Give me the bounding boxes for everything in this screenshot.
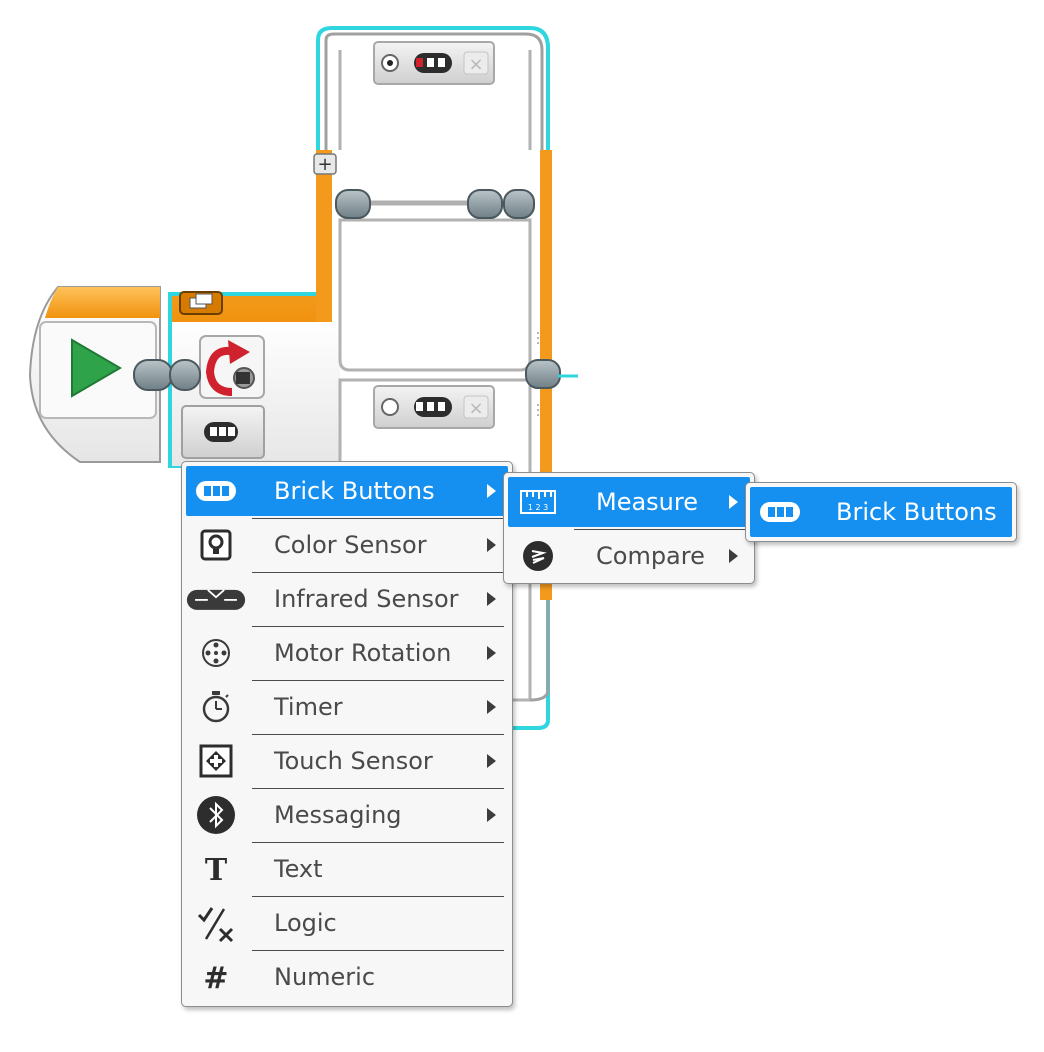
motor-rotation-icon — [186, 628, 246, 678]
sequence-plug-right[interactable] — [467, 189, 535, 219]
sequence-plug-left[interactable] — [335, 189, 371, 219]
brick-button-icon — [750, 487, 810, 537]
text-icon: T — [186, 844, 246, 894]
menu-item-brick-buttons[interactable]: Brick Buttons — [186, 466, 508, 516]
logic-icon — [186, 898, 246, 948]
color-sensor-icon — [186, 520, 246, 570]
switch-input-plug[interactable] — [169, 359, 201, 391]
menu-item-numeric[interactable]: # Numeric — [186, 952, 508, 1002]
submenu-arrow-icon — [729, 549, 738, 563]
sensor-menu: Brick Buttons Color Sensor Infrared Sens… — [181, 461, 513, 1007]
menu-item-label: Text — [274, 855, 323, 883]
menu-item-label: Logic — [274, 909, 337, 937]
menu-item-touch-sensor[interactable]: Touch Sensor — [186, 736, 508, 786]
menu-item-logic[interactable]: Logic — [186, 898, 508, 948]
menu-item-label: Color Sensor — [274, 531, 427, 559]
menu-item-label: Timer — [274, 693, 343, 721]
svg-text:T: T — [205, 854, 228, 884]
submenu-arrow-icon — [487, 700, 496, 714]
play-triangle-icon — [71, 338, 122, 398]
submenu-item-compare[interactable]: Compare — [508, 531, 750, 581]
menu-item-motor-rotation[interactable]: Motor Rotation — [186, 628, 508, 678]
default-case-radio[interactable] — [381, 398, 399, 416]
menu-item-label: Measure — [596, 488, 698, 516]
submenu-arrow-icon — [487, 592, 496, 606]
switch-output-plug[interactable] — [525, 359, 561, 389]
remove-case-button[interactable] — [463, 51, 489, 75]
menu-item-label: Touch Sensor — [274, 747, 433, 775]
menu-item-label: Infrared Sensor — [274, 585, 459, 613]
touch-sensor-icon — [186, 736, 246, 786]
measure-submenu: Brick Buttons — [745, 482, 1017, 542]
menu-item-messaging[interactable]: Messaging — [186, 790, 508, 840]
timer-icon — [186, 682, 246, 732]
brick-button-icon — [186, 466, 246, 516]
menu-item-label: Compare — [596, 542, 705, 570]
svg-text:#: # — [203, 962, 228, 992]
svg-text:×: × — [468, 398, 483, 419]
start-block[interactable] — [28, 286, 161, 463]
remove-case-button[interactable] — [463, 395, 489, 419]
start-output-plug[interactable] — [133, 359, 173, 391]
submenu-arrow-icon — [487, 754, 496, 768]
submenu-item-brick-buttons[interactable]: Brick Buttons — [750, 487, 1012, 537]
submenu-arrow-icon — [487, 808, 496, 822]
menu-item-timer[interactable]: Timer — [186, 682, 508, 732]
menu-item-color-sensor[interactable]: Color Sensor — [186, 520, 508, 570]
menu-item-label: Brick Buttons — [836, 498, 997, 526]
resize-grip[interactable] — [537, 332, 539, 416]
menu-item-infrared-sensor[interactable]: Infrared Sensor — [186, 574, 508, 624]
menu-item-label: Messaging — [274, 801, 402, 829]
submenu-item-measure[interactable]: 1 2 3 Measure — [508, 477, 750, 527]
bluetooth-icon — [186, 790, 246, 840]
menu-item-label: Numeric — [274, 963, 376, 991]
add-case-button[interactable]: + — [313, 153, 337, 175]
submenu-arrow-icon — [487, 538, 496, 552]
svg-text:1 2 3: 1 2 3 — [528, 503, 548, 512]
case-tab-false[interactable]: × — [373, 385, 495, 429]
menu-item-text[interactable]: T Text — [186, 844, 508, 894]
case-tab-true[interactable]: × — [373, 41, 495, 85]
ruler-icon: 1 2 3 — [508, 477, 568, 527]
switch-block-selection — [168, 26, 550, 730]
infrared-sensor-icon — [186, 574, 246, 624]
hash-icon: # — [186, 952, 246, 1002]
menu-item-label: Motor Rotation — [274, 639, 452, 667]
svg-text:+: + — [317, 154, 332, 175]
menu-item-label: Brick Buttons — [274, 477, 435, 505]
brick-button-icon — [204, 422, 238, 442]
submenu-arrow-icon — [487, 484, 496, 498]
brick-buttons-submenu: 1 2 3 Measure Compare — [503, 472, 755, 584]
loop-arrow-icon — [205, 347, 237, 396]
submenu-arrow-icon — [487, 646, 496, 660]
submenu-arrow-icon — [729, 495, 738, 509]
compare-icon — [508, 531, 568, 581]
svg-text:×: × — [468, 54, 483, 75]
